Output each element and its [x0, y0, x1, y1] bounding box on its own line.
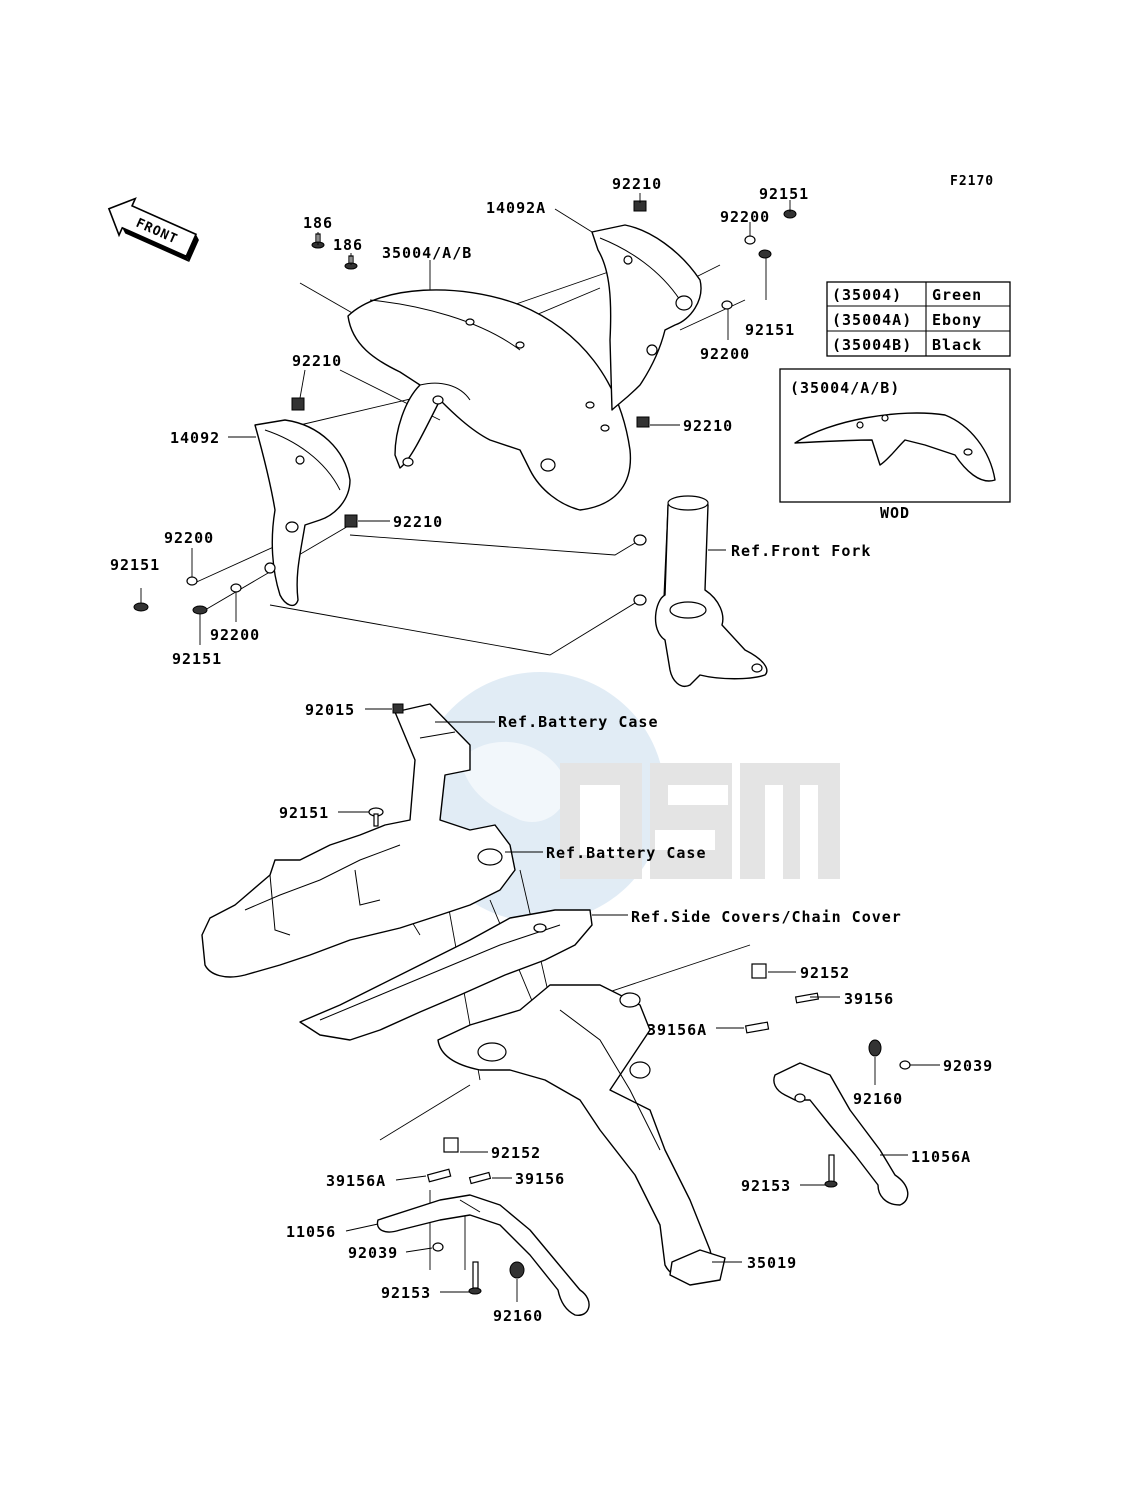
clip-nut-icon: [291, 397, 305, 411]
leader-line: [345, 1223, 379, 1232]
label-92210-left: 92210: [292, 352, 342, 370]
label-92210-right: 92210: [683, 417, 733, 435]
label-ref-battery-case-2: Ref.Battery Case: [546, 844, 707, 862]
rubber-pad-icon: [426, 1168, 452, 1183]
table-code-1: (35004A): [832, 311, 912, 329]
label-92200-bottom: 92200: [210, 626, 260, 644]
label-92160-left: 92160: [493, 1307, 543, 1325]
label-92200-top: 92200: [720, 208, 770, 226]
label-92200-right: 92200: [700, 345, 750, 363]
bracket-right: [773, 1062, 909, 1206]
label-92151-left: 92151: [110, 556, 160, 574]
label-ref-front-fork: Ref.Front Fork: [731, 542, 871, 560]
nut-icon: [392, 703, 404, 714]
color-table: (35004) Green (35004A) Ebony (35004B) Bl…: [826, 281, 1011, 357]
front-fender: [347, 289, 632, 511]
bolt-icon: [432, 1242, 444, 1252]
leader-line: [349, 534, 641, 556]
label-14092: 14092: [170, 429, 220, 447]
leader-line: [299, 369, 306, 399]
front-fork: [633, 495, 768, 687]
washer-icon: [721, 300, 733, 310]
bolt-icon: [824, 1154, 838, 1188]
rubber-pad-icon: [744, 1021, 770, 1034]
label-92151-top: 92151: [759, 185, 809, 203]
leader-line: [269, 599, 641, 656]
bracket-left: [376, 1194, 590, 1316]
label-11056A: 11056A: [911, 1148, 971, 1166]
label-92152-left: 92152: [491, 1144, 541, 1162]
label-14092A: 14092A: [486, 199, 546, 217]
grommet-icon: [868, 1039, 882, 1057]
label-92015: 92015: [305, 701, 355, 719]
washer-icon: [230, 583, 242, 593]
grommet-icon: [509, 1261, 525, 1279]
table-code-0: (35004): [832, 286, 902, 304]
leader-line: [379, 1084, 471, 1141]
label-92039-left: 92039: [348, 1244, 398, 1262]
bolt-icon: [899, 1060, 911, 1070]
bolt-icon: [368, 807, 384, 827]
leader-line: [554, 208, 593, 233]
collar-icon: [443, 1137, 459, 1153]
label-92153-right: 92153: [741, 1177, 791, 1195]
label-39156A-right: 39156A: [647, 1021, 707, 1039]
label-92152-right: 92152: [800, 964, 850, 982]
bolt-icon: [468, 1261, 482, 1295]
inset-caption: WOD: [880, 504, 910, 522]
leader-line: [395, 1175, 427, 1181]
label-35019: 35019: [747, 1254, 797, 1272]
fender-cover-right: [591, 224, 702, 411]
rear-fender-upper: [201, 703, 516, 978]
label-ref-battery-case-1: Ref.Battery Case: [498, 713, 659, 731]
bolt-icon: [758, 249, 772, 259]
label-186-a: 186: [303, 214, 333, 232]
label-92210-top: 92210: [612, 175, 662, 193]
rubber-pad-icon: [794, 992, 820, 1004]
label-92151-center: 92151: [279, 804, 329, 822]
label-92151-right: 92151: [745, 321, 795, 339]
table-color-0: Green: [932, 286, 982, 304]
label-92151-bottom: 92151: [172, 650, 222, 668]
label-39156A-left: 39156A: [326, 1172, 386, 1190]
label-92160-right: 92160: [853, 1090, 903, 1108]
table-code-2: (35004B): [832, 336, 912, 354]
bolt-icon: [192, 605, 208, 615]
collar-icon: [751, 963, 767, 979]
bolt-icon: [133, 602, 149, 612]
table-color-2: Black: [932, 336, 982, 354]
figure-code: F2170: [950, 174, 994, 189]
leader-line: [405, 1247, 433, 1253]
label-ref-side-covers: Ref.Side Covers/Chain Cover: [631, 908, 902, 926]
label-11056: 11056: [286, 1223, 336, 1241]
clip-nut-icon: [636, 416, 650, 428]
label-39156-right: 39156: [844, 990, 894, 1008]
fender-inset: (35004/A/B) WOD: [779, 368, 1011, 522]
label-35004: 35004/A/B: [382, 244, 472, 262]
label-39156-left: 39156: [515, 1170, 565, 1188]
label-186-b: 186: [333, 236, 363, 254]
leader-line: [679, 299, 746, 331]
label-92153-left: 92153: [381, 1284, 431, 1302]
fender-cover-left: [254, 419, 351, 607]
rear-fender-lower: [299, 909, 593, 1041]
label-92210-mid: 92210: [393, 513, 443, 531]
rear-fender-main: [437, 984, 726, 1286]
front-arrow-icon: FRONT: [107, 197, 199, 262]
rubber-pad-icon: [468, 1171, 492, 1185]
label-92200-left: 92200: [164, 529, 214, 547]
table-color-1: Ebony: [932, 311, 982, 329]
washer-icon: [744, 235, 756, 245]
clip-nut-icon: [344, 514, 358, 528]
label-92039-right: 92039: [943, 1057, 993, 1075]
washer-icon: [186, 576, 198, 586]
inset-title: (35004/A/B): [790, 379, 900, 397]
